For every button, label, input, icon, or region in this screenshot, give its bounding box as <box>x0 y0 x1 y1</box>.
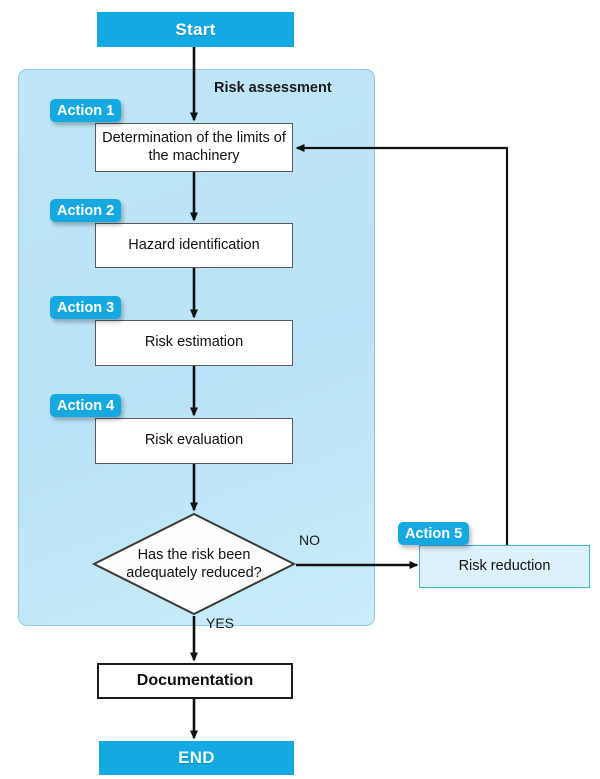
edge-label-no: NO <box>299 532 320 548</box>
start-terminator[interactable]: Start <box>97 12 294 47</box>
action-2-label: Action 2 <box>57 202 115 219</box>
step-determination-of-limits[interactable]: Determination of the limits of the machi… <box>95 123 293 172</box>
action-4-label: Action 4 <box>57 397 115 414</box>
documentation-label: Documentation <box>136 672 254 690</box>
documentation-box[interactable]: Documentation <box>97 663 293 699</box>
step-risk-evaluation-label: Risk evaluation <box>144 432 244 449</box>
end-terminator[interactable]: END <box>99 741 294 775</box>
step-risk-estimation[interactable]: Risk estimation <box>95 320 293 366</box>
end-label: END <box>178 748 215 767</box>
start-label: Start <box>175 19 216 39</box>
action-5-label: Action 5 <box>405 525 463 542</box>
action-1-badge: Action 1 <box>50 99 122 122</box>
step-determination-of-limits-label: Determination of the limits of the machi… <box>102 130 286 164</box>
risk-assessment-group-label: Risk assessment <box>214 80 332 96</box>
step-risk-reduction-label: Risk reduction <box>458 557 551 574</box>
action-4-badge: Action 4 <box>50 394 122 417</box>
decision-label: Has the risk been adequately reduced? <box>92 512 296 616</box>
step-hazard-identification[interactable]: Hazard identification <box>95 223 293 268</box>
step-hazard-identification-label: Hazard identification <box>128 236 260 253</box>
decision-line-1: Has the risk been <box>137 546 251 563</box>
action-1-label: Action 1 <box>57 102 115 119</box>
step-risk-reduction[interactable]: Risk reduction <box>419 545 590 588</box>
edge-label-yes: YES <box>206 615 235 631</box>
decision-risk-adequately-reduced[interactable]: Has the risk been adequately reduced? <box>92 512 296 616</box>
action-3-badge: Action 3 <box>50 296 122 319</box>
decision-line-2: adequately reduced? <box>126 565 262 581</box>
action-2-badge: Action 2 <box>50 199 122 222</box>
action-3-label: Action 3 <box>57 299 115 316</box>
step-risk-estimation-label: Risk estimation <box>144 334 244 351</box>
step-risk-evaluation[interactable]: Risk evaluation <box>95 418 293 464</box>
action-5-badge: Action 5 <box>398 522 470 545</box>
